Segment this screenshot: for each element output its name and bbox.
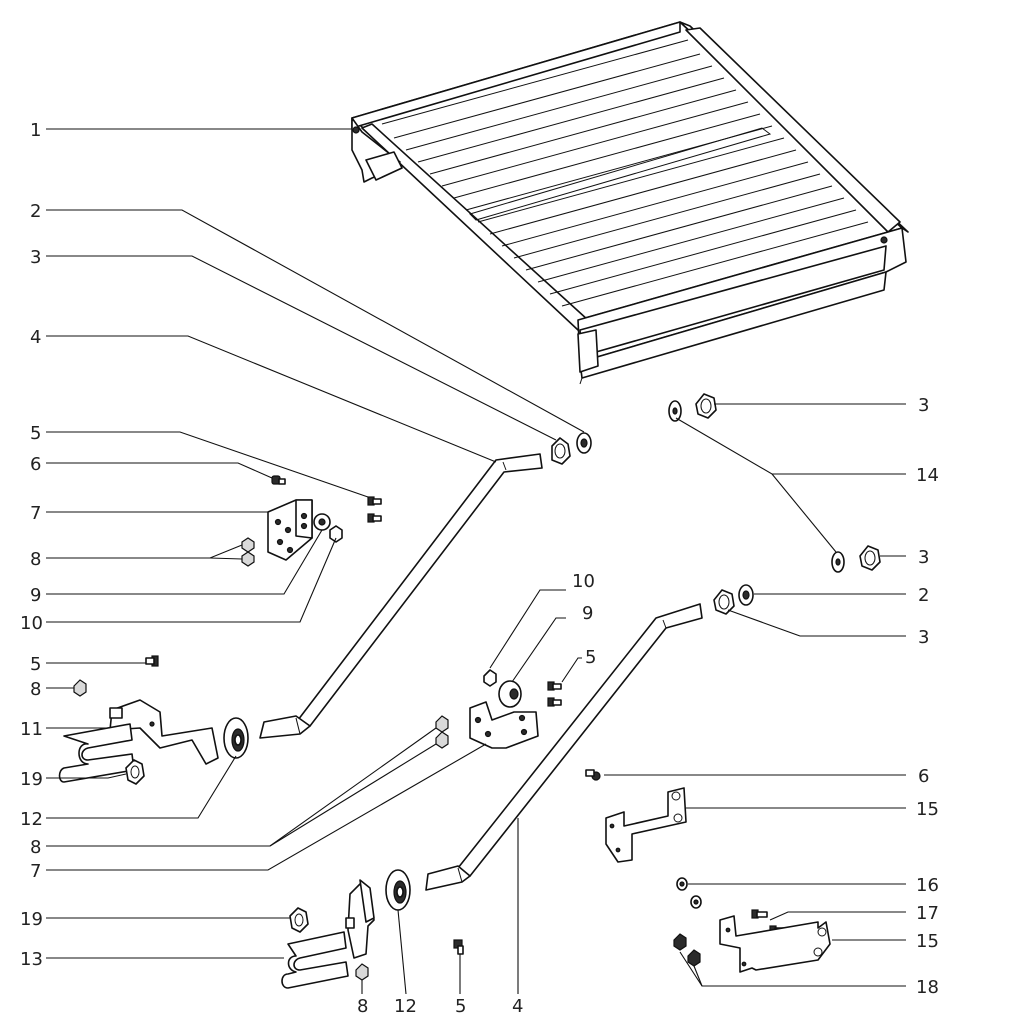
callout-8: 8	[30, 549, 41, 570]
callout-8: 8	[30, 837, 41, 858]
part-11-bracket	[58, 699, 219, 783]
leader-lines	[46, 128, 906, 995]
part-3-nut-lower-right	[713, 589, 735, 615]
callout-19: 19	[20, 909, 43, 930]
callout-15: 15	[916, 799, 939, 820]
part-9-washer-upper-left	[313, 513, 331, 531]
callout-19: 19	[20, 769, 43, 790]
part-10-nut-upper-left	[329, 525, 343, 543]
part-2-washer-upper	[576, 432, 592, 454]
part-6-bolt-right	[585, 769, 601, 781]
part-7-bracket-upper-left	[267, 499, 313, 561]
callout-16: 16	[916, 875, 939, 896]
callout-5: 5	[585, 647, 596, 668]
part-13-bracket	[281, 879, 375, 989]
part-5-bolt-bottom	[453, 939, 464, 955]
part-5-bolts-center	[547, 681, 562, 707]
callout-18: 18	[916, 977, 939, 998]
part-12-roller-left	[223, 717, 249, 759]
callout-8: 8	[30, 679, 41, 700]
part-15-bracket-upper	[605, 787, 687, 863]
part-5-bolt-lower-left	[145, 655, 159, 667]
callout-labels: 1 2 3 4 5 6 7 8 9 10 5 8 11 19 12 8 7 19…	[20, 120, 939, 1017]
callout-2: 2	[918, 585, 929, 606]
part-5-bolts-upper-left	[367, 496, 382, 523]
callout-9: 9	[582, 603, 593, 624]
callout-2: 2	[30, 201, 41, 222]
callout-3: 3	[918, 395, 929, 416]
callout-4: 4	[512, 996, 523, 1017]
callout-13: 13	[20, 949, 43, 970]
callout-3: 3	[30, 247, 41, 268]
callout-5: 5	[455, 996, 466, 1017]
part-9-spacer-center	[498, 680, 522, 708]
callout-3: 3	[918, 547, 929, 568]
callout-15: 15	[916, 931, 939, 952]
callout-4: 4	[30, 327, 41, 348]
part-19-nut-bottom	[289, 907, 309, 933]
tray-slats	[381, 39, 869, 307]
part-4-rod-right	[425, 603, 703, 891]
callout-1: 1	[30, 120, 41, 141]
callout-17: 17	[916, 903, 939, 924]
part-15-bracket-lower	[719, 915, 831, 973]
callout-3: 3	[918, 627, 929, 648]
part-8-nuts-upper-left	[241, 537, 255, 567]
callout-5: 5	[30, 423, 41, 444]
callout-14: 14	[916, 465, 939, 486]
part-7-bracket-center	[469, 701, 539, 749]
callout-9: 9	[30, 585, 41, 606]
callout-11: 11	[20, 719, 43, 740]
part-14-washer-top	[668, 400, 682, 422]
part-3-nut-top-right	[695, 393, 717, 419]
callout-5: 5	[30, 654, 41, 675]
part-1-tray	[351, 21, 909, 385]
part-2-washer-lower-right	[738, 584, 754, 606]
callout-10: 10	[572, 571, 595, 592]
part-8-nut-lower-left	[73, 679, 87, 697]
callout-8: 8	[357, 996, 368, 1017]
callout-7: 7	[30, 503, 41, 524]
callout-10: 10	[20, 613, 43, 634]
part-8-nuts-center	[435, 715, 449, 749]
part-18-nuts	[673, 933, 701, 967]
part-16-washers	[676, 877, 702, 909]
part-3-nut-upper	[551, 437, 571, 465]
callout-7: 7	[30, 861, 41, 882]
callout-6: 6	[918, 766, 929, 787]
part-6-bolt-upper-left	[271, 475, 286, 485]
part-10-nut-center	[483, 669, 497, 687]
part-14-washer-bottom	[831, 551, 845, 573]
part-12-roller-bottom	[385, 869, 411, 911]
callout-12: 12	[20, 809, 43, 830]
part-4-rod-left	[259, 453, 543, 739]
part-19-nut-left	[125, 759, 145, 785]
part-3-nut-mid-right	[859, 545, 881, 571]
callout-6: 6	[30, 454, 41, 475]
callout-12: 12	[394, 996, 417, 1017]
part-8-nut-bottom	[355, 963, 369, 981]
